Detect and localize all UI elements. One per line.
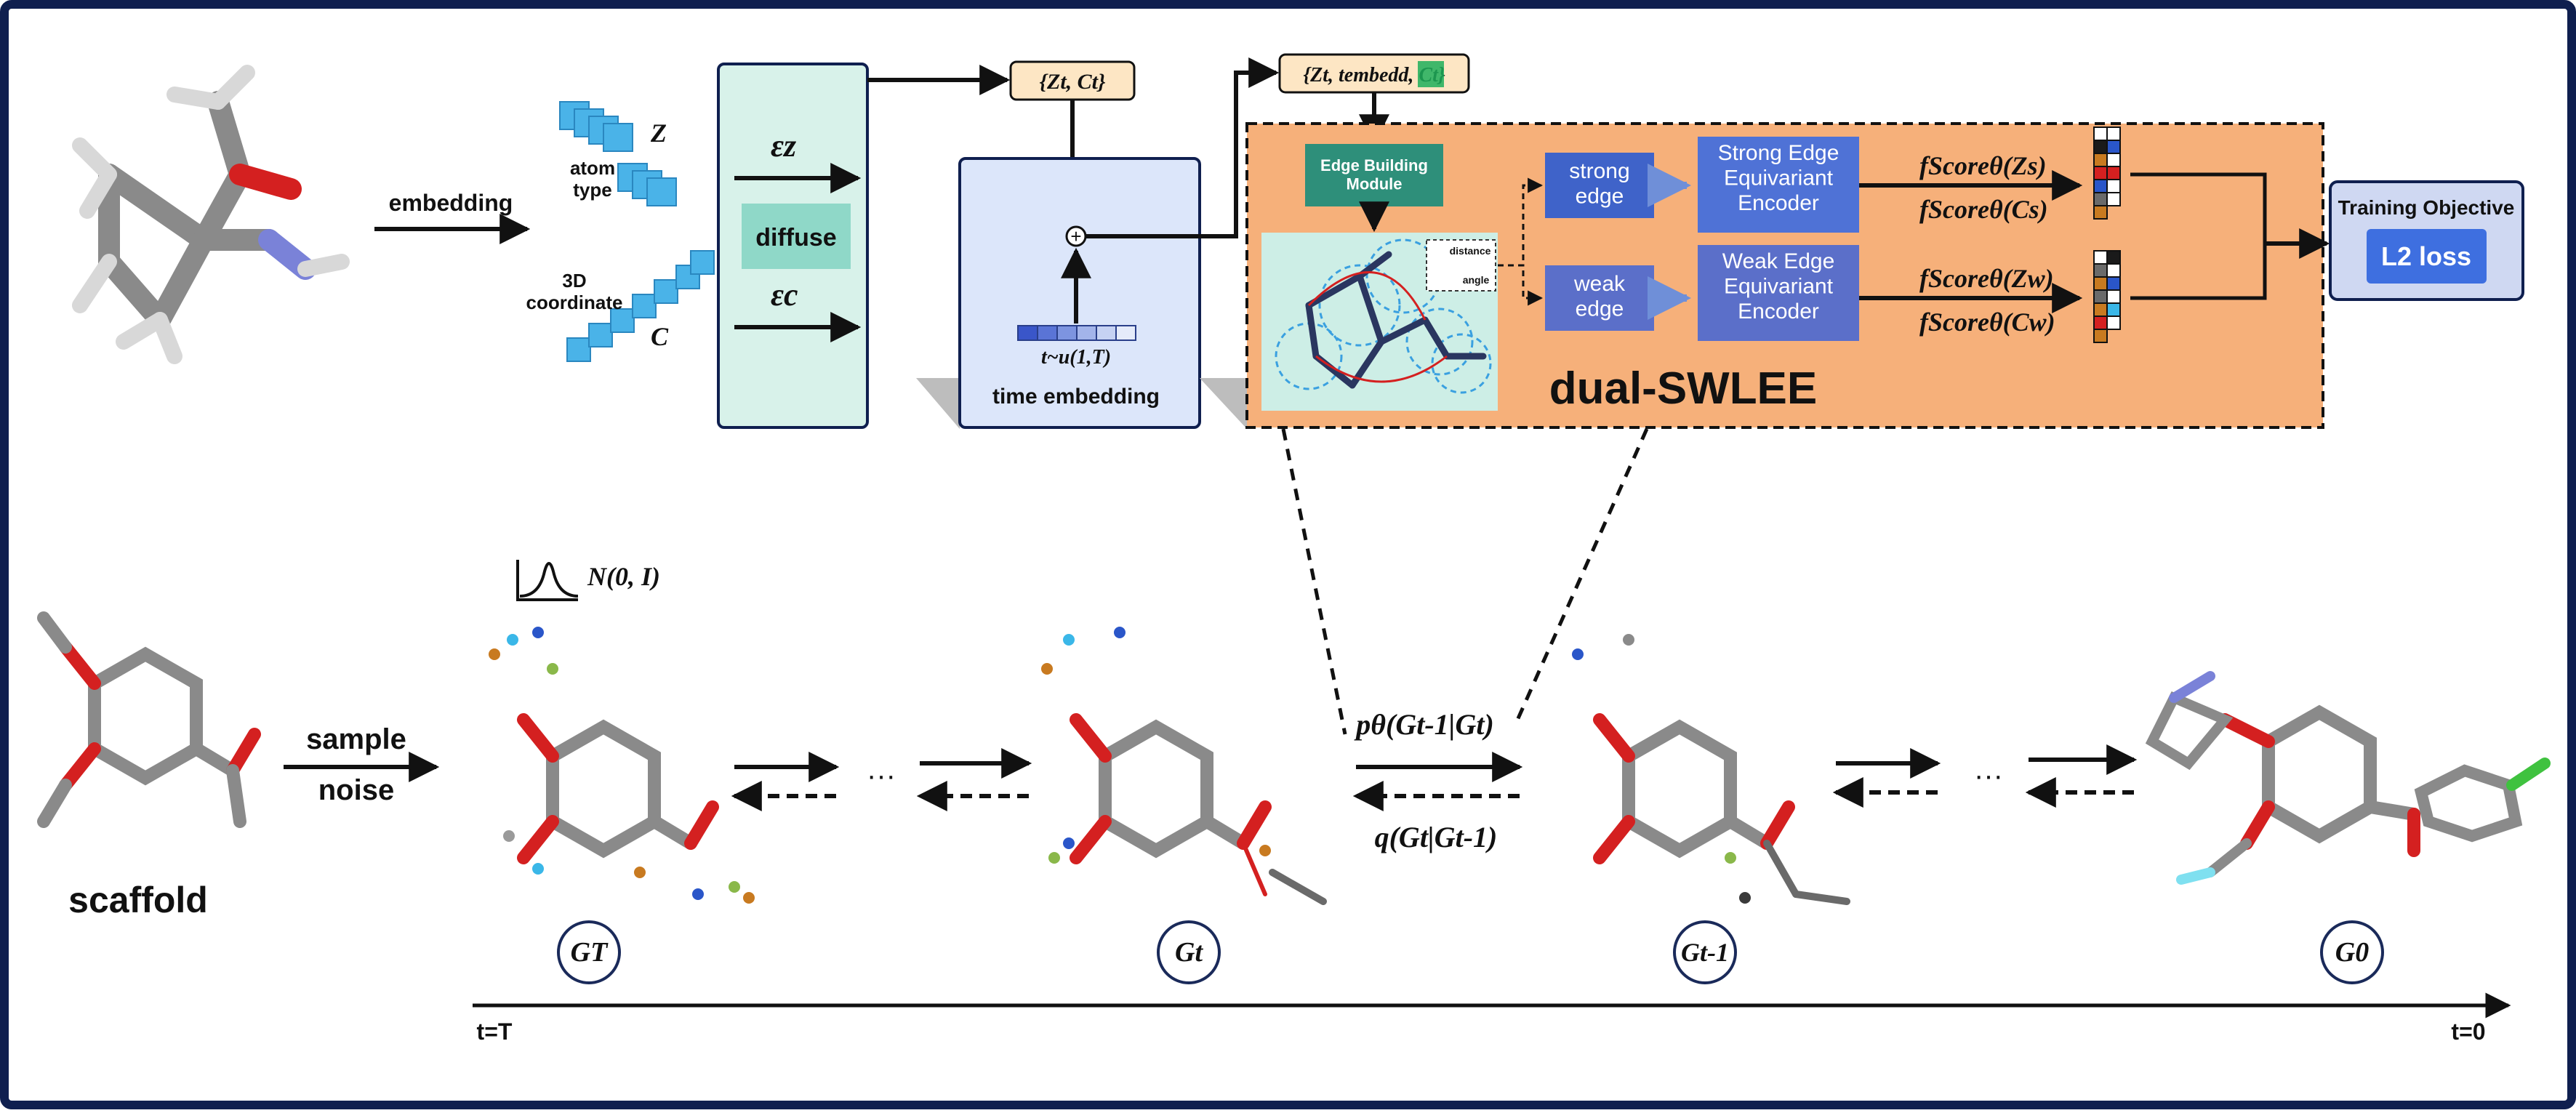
time-formula: t~u(1,T) [1041, 346, 1111, 369]
strong-encoder-box [1698, 137, 1859, 233]
coordinate-blocks [566, 250, 715, 362]
time-embedding-label: time embedding [992, 385, 1160, 409]
noise-label: noise [318, 774, 394, 806]
angle-label: angle [1463, 274, 1490, 286]
g-T-molecule [517, 713, 719, 864]
g-t1-noise-atoms [1572, 634, 1751, 904]
g-T-noise-atoms [489, 627, 755, 904]
token-zt-ct-label: {Zt, Ct} [1040, 70, 1106, 94]
g-0-label: G0 [2335, 937, 2369, 968]
scaffold-label: scaffold [68, 880, 208, 920]
distance-label: distance [1450, 245, 1491, 257]
p-theta-label: pθ(Gt-1|Gt) [1354, 708, 1494, 741]
g-T-label: GT [571, 937, 609, 968]
epsilon-c: εc [771, 277, 798, 313]
g-T-node [557, 920, 621, 984]
strong-edge-box [1545, 153, 1654, 218]
score-cs: fScoreθ(Cs) [1919, 195, 2048, 224]
weak-encoder-box [1698, 245, 1859, 341]
g-0-node [2320, 920, 2384, 984]
dots-1: ··· [867, 760, 896, 792]
g-t1-node [1673, 920, 1737, 984]
training-objective-label: Training Objective [2338, 196, 2515, 219]
dots-2: ··· [1974, 760, 2003, 792]
t-end-label: t=0 [2451, 1018, 2485, 1045]
sum-plus: + [1070, 225, 1081, 247]
g-t-noise-atoms [1041, 627, 1271, 864]
epsilon-z: εz [771, 128, 796, 164]
g-t1-molecule [1593, 713, 1850, 905]
weak-output-stack [2093, 250, 2121, 343]
swlee-panel-shadow [1200, 378, 1247, 429]
t-start-label: t=T [477, 1018, 513, 1045]
weak-edge-box [1545, 265, 1654, 331]
edge-building-module [1305, 144, 1443, 206]
sum-to-token2-line [1086, 57, 1280, 238]
diffuse-box [742, 204, 851, 269]
stacks-to-training-line [2130, 172, 2267, 300]
legend-box [1426, 239, 1496, 292]
swlee-label: dual-SWLEE [1549, 363, 1818, 414]
scaffold-molecule [37, 611, 261, 828]
time-embedding-panel [958, 157, 1201, 429]
z-label: Z [650, 118, 667, 148]
normal-icon [516, 560, 579, 601]
graph-weak-edges [1307, 271, 1448, 383]
strong-output-stack [2093, 126, 2121, 220]
time-embedding-bar [1017, 325, 1136, 341]
normal-label: N(0, I) [587, 562, 660, 591]
connector-right [1514, 427, 1649, 725]
score-cw: fScoreθ(Cw) [1919, 308, 2055, 337]
sample-label: sample [306, 723, 406, 755]
time-panel-shadow [916, 378, 960, 429]
g-t-molecule [1070, 713, 1327, 905]
l2-loss-box [2367, 229, 2487, 284]
embedding-label: embedding [389, 190, 513, 216]
atom-type-blocks [559, 101, 677, 206]
graph-to-weak-line [1498, 264, 1544, 306]
g-t-label: Gt [1175, 937, 1203, 968]
score-zs: fScoreθ(Zs) [1919, 151, 2047, 180]
ct-highlight [1418, 61, 1444, 87]
g-t-node [1157, 920, 1221, 984]
connector-left [1281, 428, 1347, 735]
score-zw: fScoreθ(Zw) [1919, 264, 2054, 293]
c-label: C [651, 322, 669, 351]
g-0-molecule [2145, 671, 2551, 885]
l2-loss-label: L2 loss [2381, 241, 2471, 271]
input-molecule-3d [72, 65, 350, 364]
g-t1-label: Gt-1 [1681, 938, 1729, 967]
diffuse-label: diffuse [755, 224, 836, 252]
q-label: q(Gt|Gt-1) [1375, 821, 1498, 853]
